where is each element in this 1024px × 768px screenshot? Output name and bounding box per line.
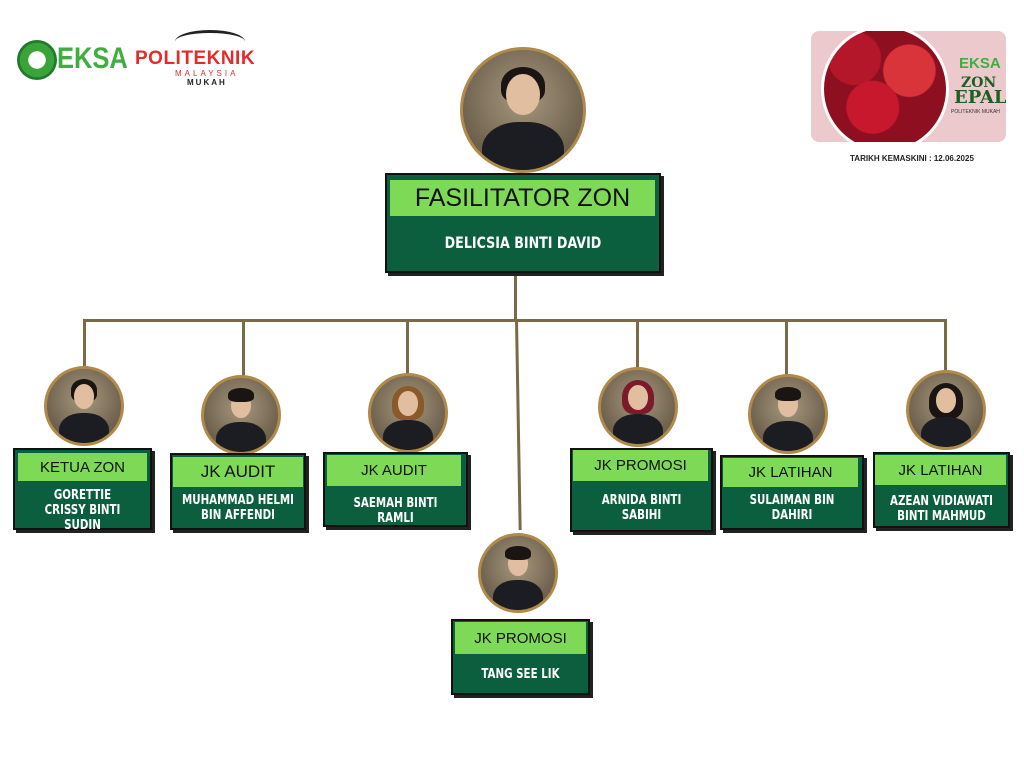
avatar <box>201 375 281 455</box>
avatar <box>906 370 986 450</box>
connector <box>406 320 409 374</box>
connector <box>944 320 947 372</box>
person-name: TANG SEE LIK <box>481 667 560 682</box>
apple-image <box>821 31 949 142</box>
role-label: JK AUDIT <box>327 455 461 486</box>
member-card: JK PROMOSI ARNIDA BINTI SABIHI <box>570 448 713 532</box>
avatar <box>748 374 828 454</box>
connector <box>514 272 517 320</box>
connector <box>636 320 639 368</box>
fasilitator-card: FASILITATOR ZON DELICSIA BINTI DAVID <box>385 173 661 273</box>
connector <box>83 319 947 322</box>
updated-date: TARIKH KEMASKINI : 12.06.2025 <box>850 154 974 163</box>
connector <box>242 320 245 376</box>
member-card: KETUA ZON GORETTIE CRISSY BINTI SUDIN <box>13 448 152 533</box>
role-label: JK LATIHAN <box>875 455 1006 485</box>
avatar <box>478 533 558 613</box>
role-label: JK LATIHAN <box>723 458 858 487</box>
member-card: JK LATIHAN SULAIMAN BIN DAHIRI <box>720 455 864 530</box>
person-name: SULAIMAN BIN DAHIRI <box>749 493 835 523</box>
member-card: JK LATIHAN AZEAN VIDIAWATI BINTI MAHMUD <box>873 452 1010 528</box>
role-label: JK PROMOSI <box>573 450 708 481</box>
connector <box>83 320 86 368</box>
avatar <box>598 367 678 447</box>
person-name: SAEMAH BINTI RAMLI <box>353 496 438 526</box>
eksa-logo: EKSA <box>17 38 128 84</box>
politeknik-logo: POLITEKNIK MALAYSIA MUKAH <box>135 30 270 90</box>
member-card: JK PROMOSI TANG SEE LIK <box>451 619 590 695</box>
role-label: FASILITATOR ZON <box>390 180 655 216</box>
connector <box>515 319 522 530</box>
eksa-emblem-icon <box>17 40 57 80</box>
member-card: JK AUDIT SAEMAH BINTI RAMLI <box>323 452 468 527</box>
person-name: ARNIDA BINTI SABIHI <box>601 493 682 523</box>
person-name: DELICSIA BINTI DAVID <box>444 233 602 252</box>
person-name: GORETTIE CRISSY BINTI SUDIN <box>44 488 121 533</box>
role-label: JK AUDIT <box>173 457 303 487</box>
zon-epal-banner: EKSA ZON EPAL POLITEKNIK MUKAH <box>811 31 1006 142</box>
avatar <box>44 366 124 446</box>
person-name: AZEAN VIDIAWATI BINTI MAHMUD <box>889 494 994 524</box>
connector <box>785 320 788 376</box>
role-label: KETUA ZON <box>18 453 147 481</box>
avatar <box>368 373 448 453</box>
swoosh-icon <box>175 30 245 53</box>
person-name: MUHAMMAD HELMI BIN AFFENDI <box>181 493 295 523</box>
member-card: JK AUDIT MUHAMMAD HELMI BIN AFFENDI <box>170 453 306 530</box>
avatar <box>460 47 586 173</box>
role-label: JK PROMOSI <box>455 622 586 654</box>
